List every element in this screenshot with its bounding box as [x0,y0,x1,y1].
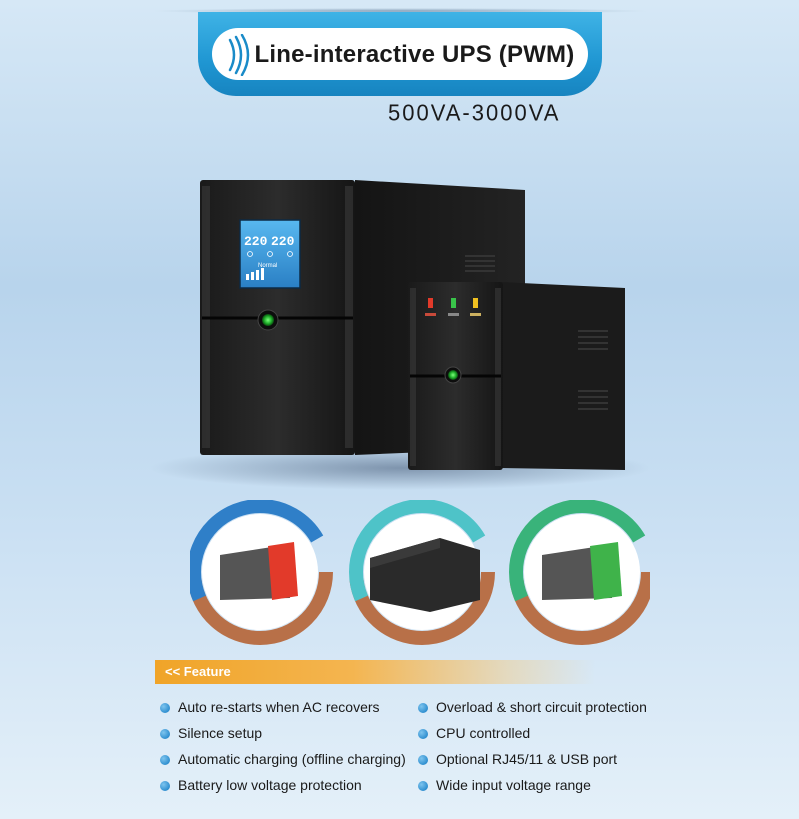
lcd-reading-left: 220 [244,234,268,249]
title-banner-inner [212,28,588,80]
capacity-range: 500VA-3000VA [388,99,561,126]
lcd-reading-right: 220 [271,234,295,249]
product-photo: 220 220 Normal [150,180,650,490]
bullet-icon [160,729,170,739]
page-title: Line-interactive UPS (PWM) [254,41,575,68]
variant-red [190,500,333,645]
color-variants [190,500,650,645]
bullet-icon [418,729,428,739]
bullet-icon [418,781,428,791]
feature-header-label: << Feature [165,664,231,679]
bullet-icon [160,703,170,713]
sound-wave-icon [228,34,250,76]
banner-shadow [150,8,650,14]
feature-item: Optional RJ45/11 & USB port [418,746,617,772]
bullet-icon [418,703,428,713]
feature-item: Automatic charging (offline charging) [160,746,406,772]
feature-item: Battery low voltage protection [160,772,362,798]
feature-header-bar [155,660,595,684]
feature-item: Silence setup [160,720,262,746]
feature-item: Auto re-starts when AC recovers [160,694,380,720]
lcd-status: Normal [258,263,277,269]
variant-green [509,500,650,645]
feature-item: Wide input voltage range [418,772,591,798]
bullet-icon [418,755,428,765]
feature-item: CPU controlled [418,720,530,746]
bullet-icon [160,755,170,765]
feature-item: Overload & short circuit protection [418,694,647,720]
bullet-icon [160,781,170,791]
variant-black [349,500,495,645]
